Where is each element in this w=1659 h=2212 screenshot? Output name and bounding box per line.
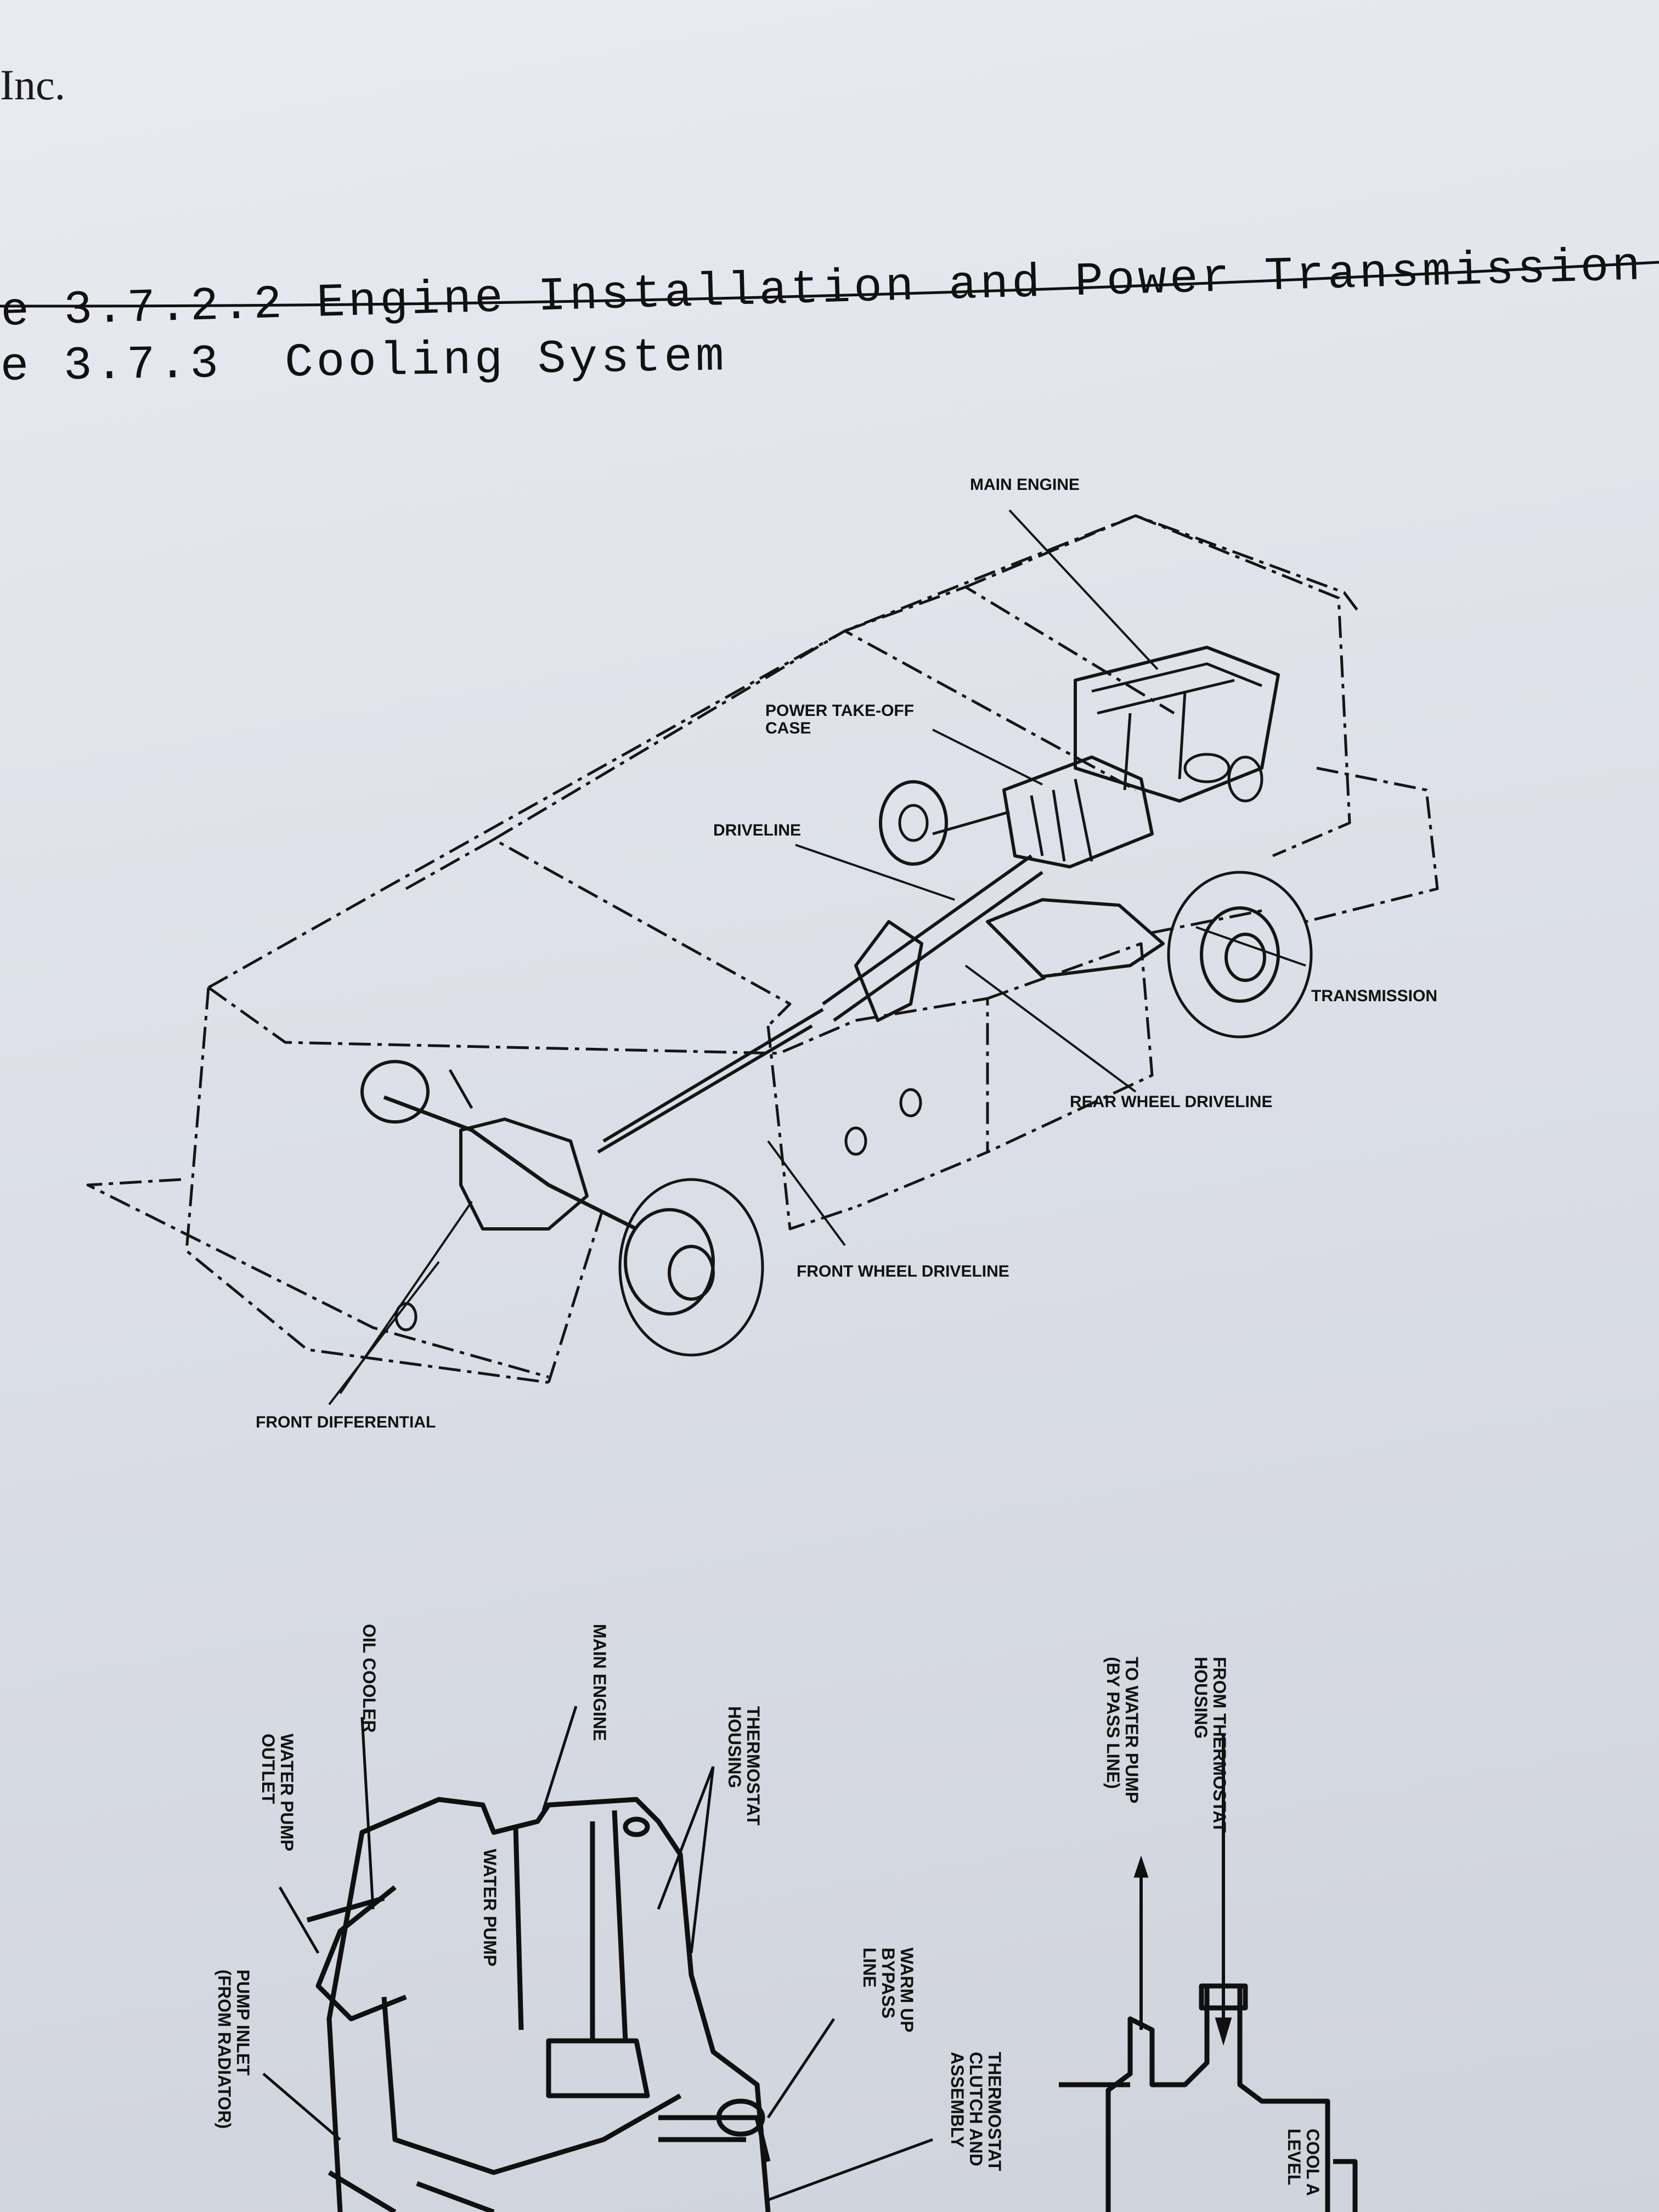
label-warm-up-bypass: WARM UP BYPASS LINE [860, 1948, 917, 2033]
label-transmission: TRANSMISSION [1311, 987, 1438, 1005]
label-front-wheel-driveline: FRONT WHEEL DRIVELINE [797, 1262, 1009, 1280]
label-water-pump-outlet: WATER PUMP OUTLET [258, 1734, 297, 1852]
label-to-water-pump: TO WATER PUMP (BY PASS LINE) [1103, 1657, 1142, 1804]
label-rear-wheel-driveline: REAR WHEEL DRIVELINE [1070, 1093, 1273, 1111]
label-pump-inlet: PUMP INLET (FROM RADIATOR) [215, 1970, 253, 2129]
label-main-engine: MAIN ENGINE [970, 476, 1080, 494]
label-from-thermostat-housing: FROM THERMOSTAT HOUSING [1191, 1657, 1229, 1833]
label-front-differential: FRONT DIFFERENTIAL [256, 1413, 436, 1431]
label-cool-level: COOL A LEVEL [1284, 2129, 1323, 2196]
label-oil-cooler: OIL COOLER [359, 1624, 379, 1733]
company-name-fragment: Inc. [0, 61, 66, 109]
label-cooling-main-engine: MAIN ENGINE [590, 1624, 610, 1741]
label-power-take-off: POWER TAKE-OFF CASE [765, 702, 915, 737]
label-thermostat-clutch: THERMOSTAT CLUTCH AND ASSEMBLY [947, 2052, 1005, 2171]
header-rule [0, 261, 1659, 308]
label-driveline: DRIVELINE [713, 821, 802, 839]
label-thermostat-housing: THERMOSTAT HOUSING [725, 1706, 763, 1826]
label-water-pump: WATER PUMP [480, 1849, 500, 1967]
